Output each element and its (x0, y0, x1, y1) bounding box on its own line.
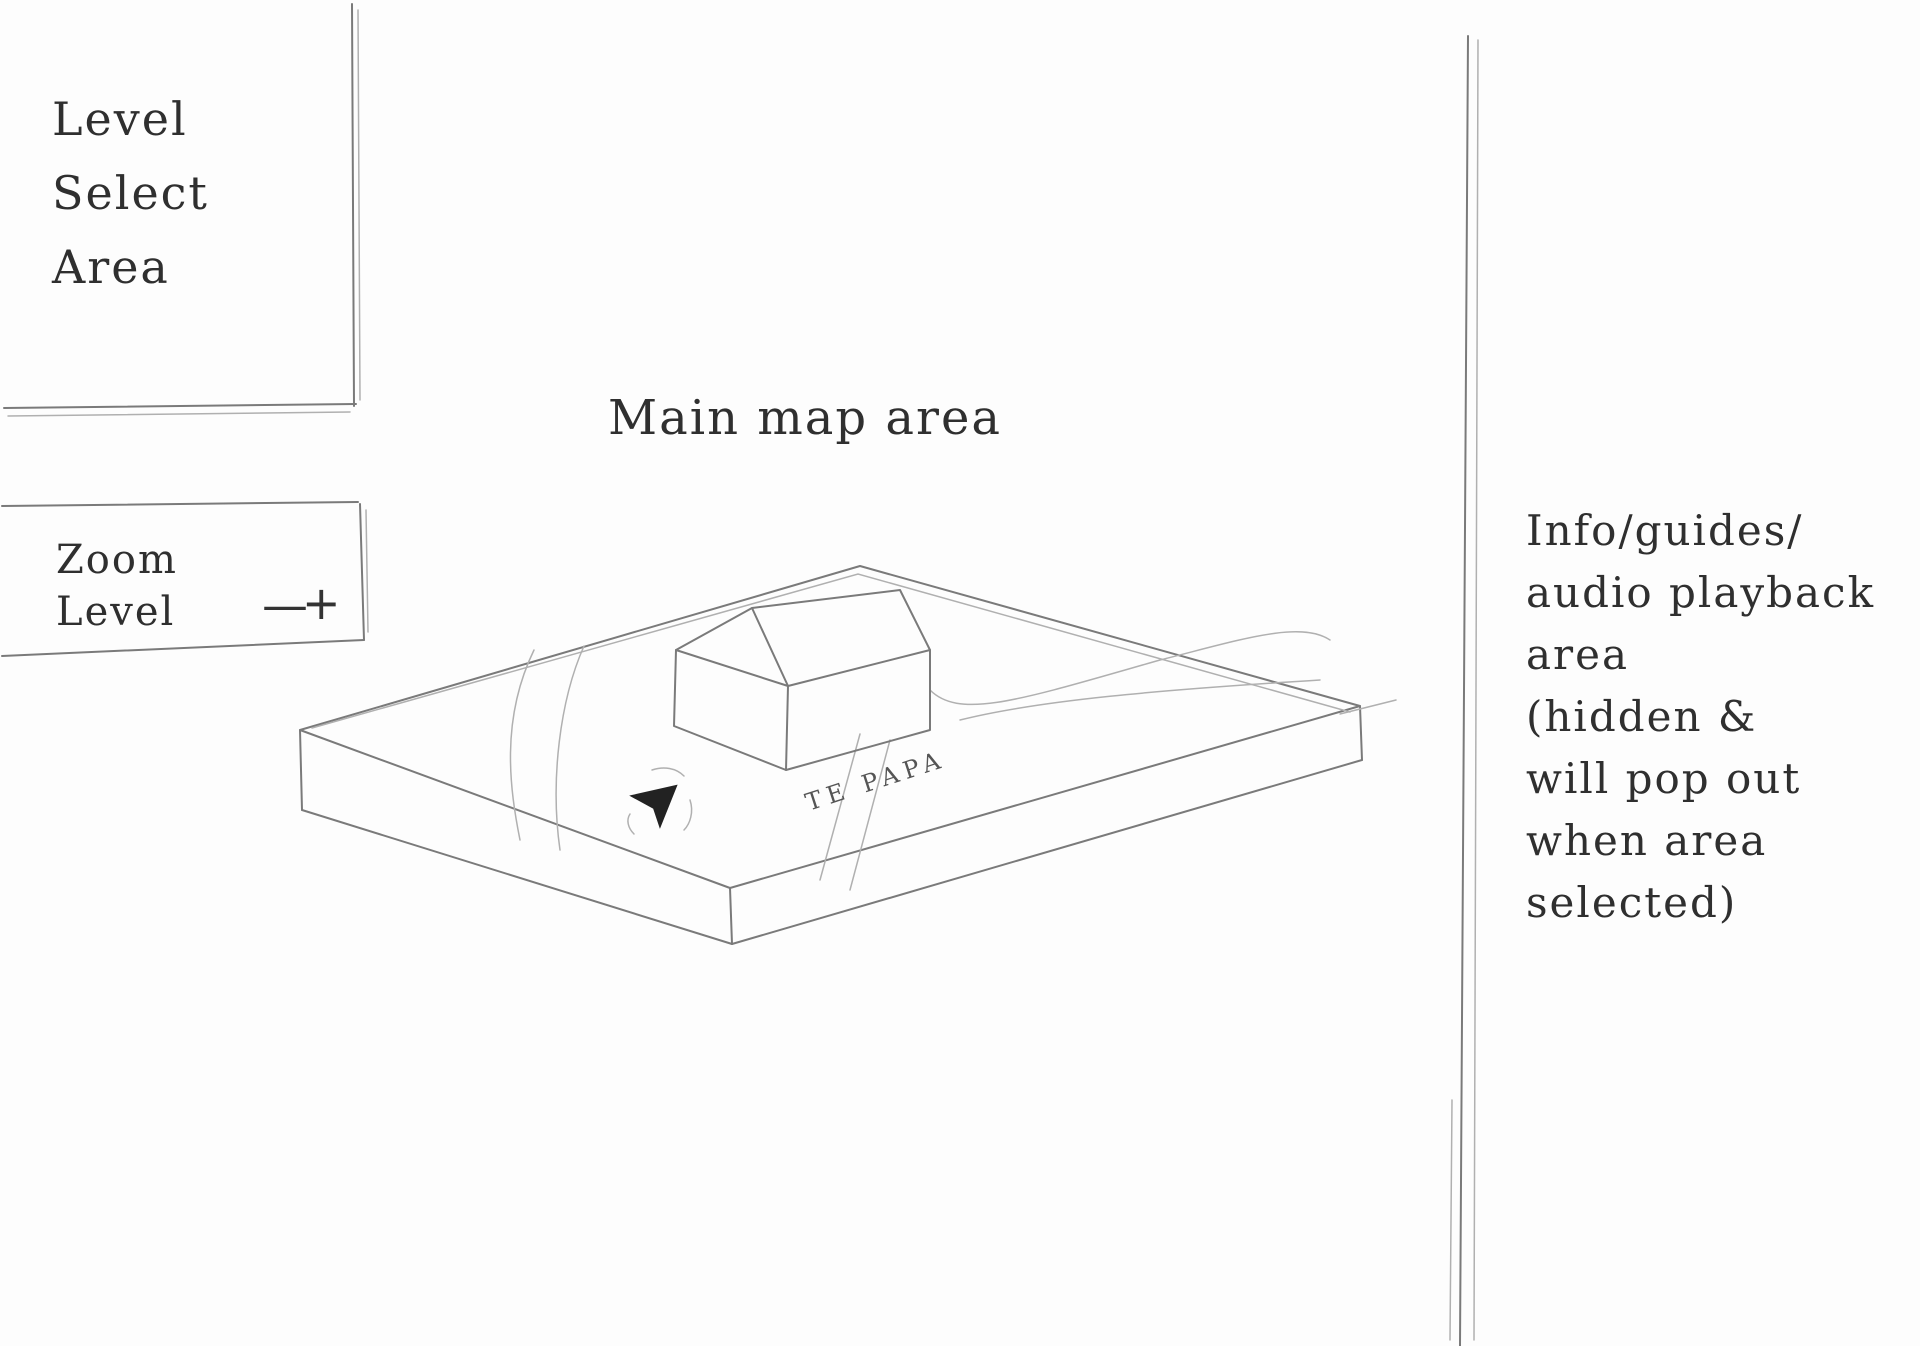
level-select-label: Level Select Area (52, 82, 312, 304)
map-building (674, 590, 930, 770)
main-map-label: Main map area (608, 390, 1002, 446)
zoom-in-button[interactable]: + (302, 580, 341, 626)
zoom-level-text: Zoom Level (56, 534, 216, 638)
location-arrow-icon (628, 768, 692, 834)
map-board (300, 566, 1396, 944)
info-panel-label: Info/guides/ audio playback area (hidden… (1526, 500, 1916, 934)
zoom-label: Zoom Level (56, 534, 216, 638)
